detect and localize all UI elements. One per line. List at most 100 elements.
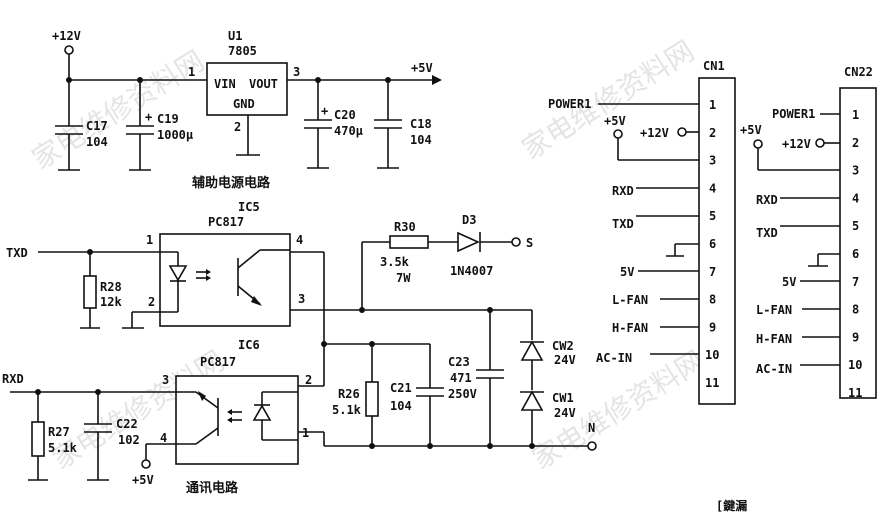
- svg-text:R28: R28: [100, 280, 122, 294]
- svg-text:C18: C18: [410, 117, 432, 131]
- c17-capacitor: C17 104: [55, 80, 108, 171]
- svg-text:S: S: [526, 236, 533, 250]
- cn1-pin-8: 8: [709, 293, 716, 307]
- cn22-pin-5: 5: [852, 219, 859, 233]
- svg-text:H-FAN: H-FAN: [756, 332, 792, 346]
- watermark-1: 家电维修资料网: [26, 44, 210, 176]
- cn1-pin-10: 10: [705, 348, 719, 362]
- svg-text:PC817: PC817: [200, 355, 236, 369]
- cn1-pin-2: 2: [709, 126, 716, 140]
- svg-text:H-FAN: H-FAN: [612, 321, 648, 335]
- cn1-pin-1: 1: [709, 98, 716, 112]
- svg-text:PC817: PC817: [208, 215, 244, 229]
- svg-text:12k: 12k: [100, 295, 122, 309]
- c18-capacitor: C18 104: [374, 80, 432, 169]
- cn22-pin-11: 11: [848, 386, 862, 400]
- svg-text:CN1: CN1: [703, 59, 725, 73]
- watermark-2: 家电维修资料网: [516, 34, 700, 166]
- cn22-pin-7: 7: [852, 275, 859, 289]
- v5-output-label: +5V: [411, 61, 433, 75]
- cn22-pin-8: 8: [852, 303, 859, 317]
- svg-text:AC-IN: AC-IN: [756, 362, 792, 376]
- svg-text:CW1: CW1: [552, 391, 574, 405]
- svg-text:C19: C19: [157, 112, 179, 126]
- svg-text:L-FAN: L-FAN: [756, 303, 792, 317]
- v12-terminal: [64, 45, 74, 55]
- rxd-label: RXD: [2, 372, 24, 386]
- cn22-pin-2: 2: [852, 136, 859, 150]
- cn22-pin-10: 10: [848, 358, 862, 372]
- svg-text:5.1k: 5.1k: [48, 441, 78, 455]
- svg-text:104: 104: [410, 133, 432, 147]
- cw1-zener: CW1 24V: [520, 390, 576, 420]
- svg-text:RXD: RXD: [756, 193, 778, 207]
- svg-text:24V: 24V: [554, 406, 576, 420]
- ic5-optocoupler: [159, 233, 291, 327]
- svg-text:R26: R26: [338, 387, 360, 401]
- cn22-pin-3: 3: [852, 164, 859, 178]
- svg-text:POWER1: POWER1: [772, 107, 815, 121]
- svg-text:2: 2: [234, 120, 241, 134]
- svg-text:102: 102: [118, 433, 140, 447]
- n-terminal: [587, 441, 597, 451]
- svg-text:TXD: TXD: [612, 217, 634, 231]
- cn1-pin-11: 11: [705, 376, 719, 390]
- svg-text:2: 2: [148, 295, 155, 309]
- cn1-pin-3: 3: [709, 154, 716, 168]
- bottom-fragment-text: [鍵漏: [716, 498, 747, 512]
- svg-text:5.1k: 5.1k: [332, 403, 362, 417]
- svg-text:470μ: 470μ: [334, 124, 363, 138]
- s-terminal: [511, 237, 521, 247]
- svg-text:C23: C23: [448, 355, 470, 369]
- svg-text:+12V: +12V: [782, 137, 811, 151]
- txd-label: TXD: [6, 246, 28, 260]
- svg-text:7805: 7805: [228, 44, 257, 58]
- svg-text:104: 104: [86, 135, 108, 149]
- svg-text:5V: 5V: [620, 265, 634, 279]
- svg-text:VIN: VIN: [214, 77, 236, 91]
- r28-resistor: R28 12k: [80, 252, 122, 329]
- svg-text:CW2: CW2: [552, 339, 574, 353]
- cw2-zener: CW2 24V: [520, 339, 576, 367]
- svg-text:3: 3: [298, 292, 305, 306]
- svg-text:1000μ: 1000μ: [157, 128, 193, 142]
- svg-text:TXD: TXD: [756, 226, 778, 240]
- c23-capacitor: C23 471 250V: [448, 310, 504, 446]
- svg-text:IC6: IC6: [238, 338, 260, 352]
- svg-text:IC5: IC5: [238, 200, 260, 214]
- svg-text:4: 4: [160, 431, 167, 445]
- cn22-pin-6: 6: [852, 247, 859, 261]
- svg-text:L-FAN: L-FAN: [612, 293, 648, 307]
- aux-power-circuit: +12V 1 C17 104 + C19 1000μ: [52, 29, 442, 191]
- cn1-pin-7: 7: [709, 265, 716, 279]
- aux-power-caption: 辅助电源电路: [192, 175, 271, 191]
- r27-resistor: R27 5.1k: [28, 392, 78, 481]
- svg-text:CN22: CN22: [844, 65, 873, 79]
- svg-text:+5V: +5V: [132, 473, 154, 487]
- svg-text:1N4007: 1N4007: [450, 264, 493, 278]
- svg-text:+: +: [145, 110, 152, 124]
- svg-text:5V: 5V: [782, 275, 796, 289]
- v12-label: +12V: [52, 29, 81, 43]
- svg-text:AC-IN: AC-IN: [596, 351, 632, 365]
- svg-text:POWER1: POWER1: [548, 97, 591, 111]
- u1-regulator-7805: U1 7805 VIN VOUT GND 2 3: [206, 29, 300, 156]
- cn1-pin-9: 9: [709, 320, 716, 334]
- svg-text:471: 471: [450, 371, 472, 385]
- c22-capacitor: C22 102: [84, 392, 140, 481]
- comm-circuit-caption: 通讯电路: [186, 480, 239, 496]
- cn1-pin-4: 4: [709, 181, 716, 195]
- svg-text:3: 3: [162, 373, 169, 387]
- comm-circuit: IC5 PC817 1 2 4 3 TXD: [2, 200, 597, 496]
- svg-text:24V: 24V: [554, 353, 576, 367]
- c19-capacitor: + C19 1000μ: [126, 80, 193, 171]
- svg-text:104: 104: [390, 399, 412, 413]
- svg-text:1: 1: [188, 65, 195, 79]
- svg-text:250V: 250V: [448, 387, 477, 401]
- cn22-pin-1: 1: [852, 108, 859, 122]
- svg-text:C17: C17: [86, 119, 108, 133]
- svg-text:C21: C21: [390, 381, 412, 395]
- svg-text:+12V: +12V: [640, 126, 669, 140]
